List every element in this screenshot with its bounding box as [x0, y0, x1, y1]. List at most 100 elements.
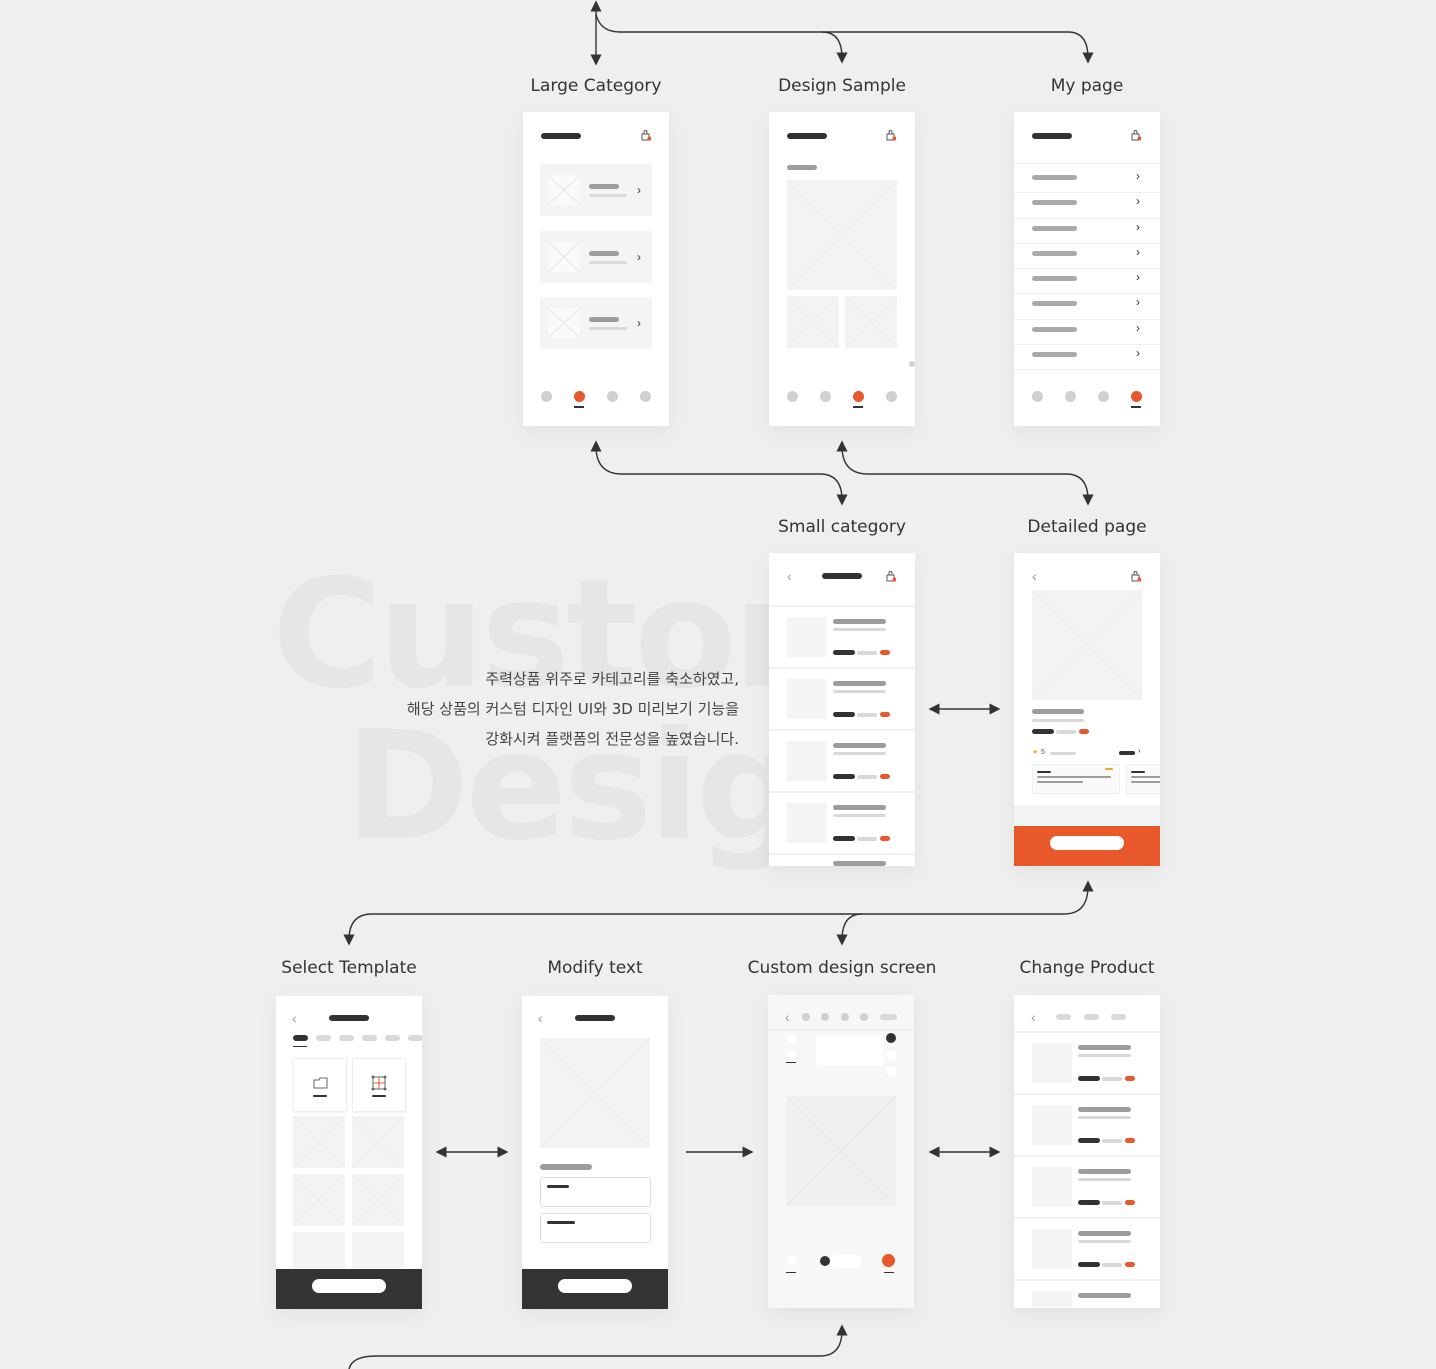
- category-card[interactable]: ›: [540, 297, 652, 349]
- toolbar-pill[interactable]: [830, 1255, 862, 1268]
- price-bar: [833, 650, 855, 655]
- menu-item[interactable]: ›: [1014, 193, 1160, 219]
- menu-item[interactable]: ›: [1014, 294, 1160, 320]
- product-row[interactable]: [1014, 1217, 1160, 1279]
- step-dot[interactable]: [802, 1013, 810, 1021]
- nav-dot-category[interactable]: [1065, 391, 1076, 402]
- product-row[interactable]: [769, 605, 915, 667]
- review-card[interactable]: [1032, 764, 1120, 794]
- back-chevron-icon[interactable]: ‹: [1032, 568, 1037, 584]
- template-option-photo[interactable]: [293, 1058, 347, 1112]
- buy-button[interactable]: [1050, 836, 1124, 850]
- category-card[interactable]: ›: [540, 164, 652, 216]
- back-chevron-icon[interactable]: ‹: [787, 568, 792, 584]
- back-chevron-icon[interactable]: ‹: [785, 1009, 790, 1025]
- text-input-2[interactable]: [540, 1213, 651, 1243]
- tab[interactable]: [385, 1035, 400, 1041]
- menu-item-bar: [1032, 326, 1077, 332]
- text-input-1[interactable]: [540, 1177, 651, 1207]
- product-row[interactable]: [1014, 1031, 1160, 1093]
- nav-dot-mypage[interactable]: [886, 391, 897, 402]
- sample-main-image[interactable]: [787, 180, 897, 290]
- tab[interactable]: [339, 1035, 354, 1041]
- description-text: 주력상품 위주로 카테고리를 축소하였고, 해당 상품의 커스텀 디자인 UI와…: [407, 664, 739, 754]
- tab[interactable]: [1111, 1014, 1126, 1020]
- tab[interactable]: [316, 1035, 331, 1041]
- product-row[interactable]: [769, 853, 915, 866]
- category-card[interactable]: ›: [540, 231, 652, 283]
- phone-large-category: › › ›: [523, 112, 669, 426]
- nav-dot-home[interactable]: [1032, 391, 1043, 402]
- menu-item[interactable]: ›: [1014, 168, 1160, 194]
- toolbar-dot[interactable]: [787, 1256, 797, 1266]
- product-row[interactable]: [1014, 1279, 1160, 1307]
- product-row[interactable]: [1014, 1155, 1160, 1217]
- shopping-bag-icon[interactable]: [1131, 130, 1141, 141]
- back-chevron-icon[interactable]: ‹: [538, 1010, 543, 1026]
- nav-dot-sample[interactable]: [1098, 391, 1109, 402]
- product-thumb: [1032, 1043, 1072, 1083]
- template-thumb[interactable]: [293, 1232, 345, 1268]
- nav-dot-sample[interactable]: [607, 391, 618, 402]
- color-swatch[interactable]: [886, 1066, 896, 1076]
- product-row[interactable]: [769, 791, 915, 853]
- tab-active[interactable]: [293, 1035, 308, 1041]
- discount-bar: [880, 712, 890, 717]
- nav-dot-home[interactable]: [787, 391, 798, 402]
- sample-thumb-image[interactable]: [845, 296, 897, 348]
- nav-dot-mypage-active[interactable]: [1131, 391, 1142, 402]
- toolbar-dot-dark[interactable]: [820, 1256, 830, 1266]
- back-chevron-icon[interactable]: ‹: [292, 1010, 297, 1026]
- sample-thumb-image[interactable]: [787, 296, 839, 348]
- design-canvas[interactable]: [786, 1096, 896, 1206]
- title-detailed-page: Detailed page: [1027, 517, 1147, 537]
- tab[interactable]: [1084, 1014, 1099, 1020]
- chevron-right-icon: ›: [637, 250, 641, 264]
- tab[interactable]: [362, 1035, 377, 1041]
- template-thumb[interactable]: [293, 1174, 345, 1226]
- step-dot[interactable]: [821, 1013, 829, 1021]
- step-dot[interactable]: [860, 1013, 868, 1021]
- nav-dot-category[interactable]: [820, 391, 831, 402]
- confirm-button[interactable]: [558, 1279, 632, 1293]
- nav-dot-sample-active[interactable]: [853, 391, 864, 402]
- template-option-design[interactable]: [352, 1058, 406, 1112]
- review-card[interactable]: [1126, 764, 1160, 794]
- tool-dot[interactable]: [787, 1050, 796, 1059]
- menu-item[interactable]: ›: [1014, 219, 1160, 244]
- tab[interactable]: [408, 1035, 422, 1041]
- title-select-template: Select Template: [281, 958, 417, 978]
- menu-item[interactable]: ›: [1014, 320, 1160, 346]
- tool-dot[interactable]: [787, 1034, 796, 1043]
- product-row[interactable]: [769, 667, 915, 729]
- card-sub-bar: [589, 194, 627, 197]
- menu-item[interactable]: ›: [1014, 244, 1160, 270]
- product-row[interactable]: [1014, 1093, 1160, 1155]
- shopping-bag-icon[interactable]: [886, 130, 896, 141]
- chevron-right-icon: ›: [637, 183, 641, 197]
- nav-dot-mypage[interactable]: [640, 391, 651, 402]
- template-thumb[interactable]: [352, 1232, 404, 1268]
- review-line: [1131, 776, 1160, 778]
- chevron-right-icon[interactable]: ›: [1138, 746, 1141, 755]
- color-swatch[interactable]: [886, 1050, 896, 1060]
- shopping-bag-icon[interactable]: [1131, 571, 1141, 582]
- toolbar-dot-active[interactable]: [882, 1254, 895, 1267]
- menu-item[interactable]: ›: [1014, 345, 1160, 371]
- nav-dot-home[interactable]: [541, 391, 552, 402]
- product-row[interactable]: [769, 729, 915, 791]
- template-thumb[interactable]: [352, 1174, 404, 1226]
- buy-button-bar: [1014, 826, 1160, 866]
- template-thumb[interactable]: [293, 1116, 345, 1168]
- confirm-button[interactable]: [312, 1279, 386, 1293]
- shopping-bag-icon[interactable]: [886, 571, 896, 582]
- tab[interactable]: [1056, 1014, 1071, 1020]
- nav-dot-category-active[interactable]: [574, 391, 585, 402]
- template-thumb[interactable]: [352, 1116, 404, 1168]
- shopping-bag-icon[interactable]: [641, 130, 651, 141]
- back-chevron-icon[interactable]: ‹: [1031, 1009, 1036, 1025]
- review-line: [1037, 771, 1051, 773]
- step-dot[interactable]: [841, 1013, 849, 1021]
- color-swatch-dark[interactable]: [886, 1033, 896, 1043]
- menu-item[interactable]: ›: [1014, 269, 1160, 295]
